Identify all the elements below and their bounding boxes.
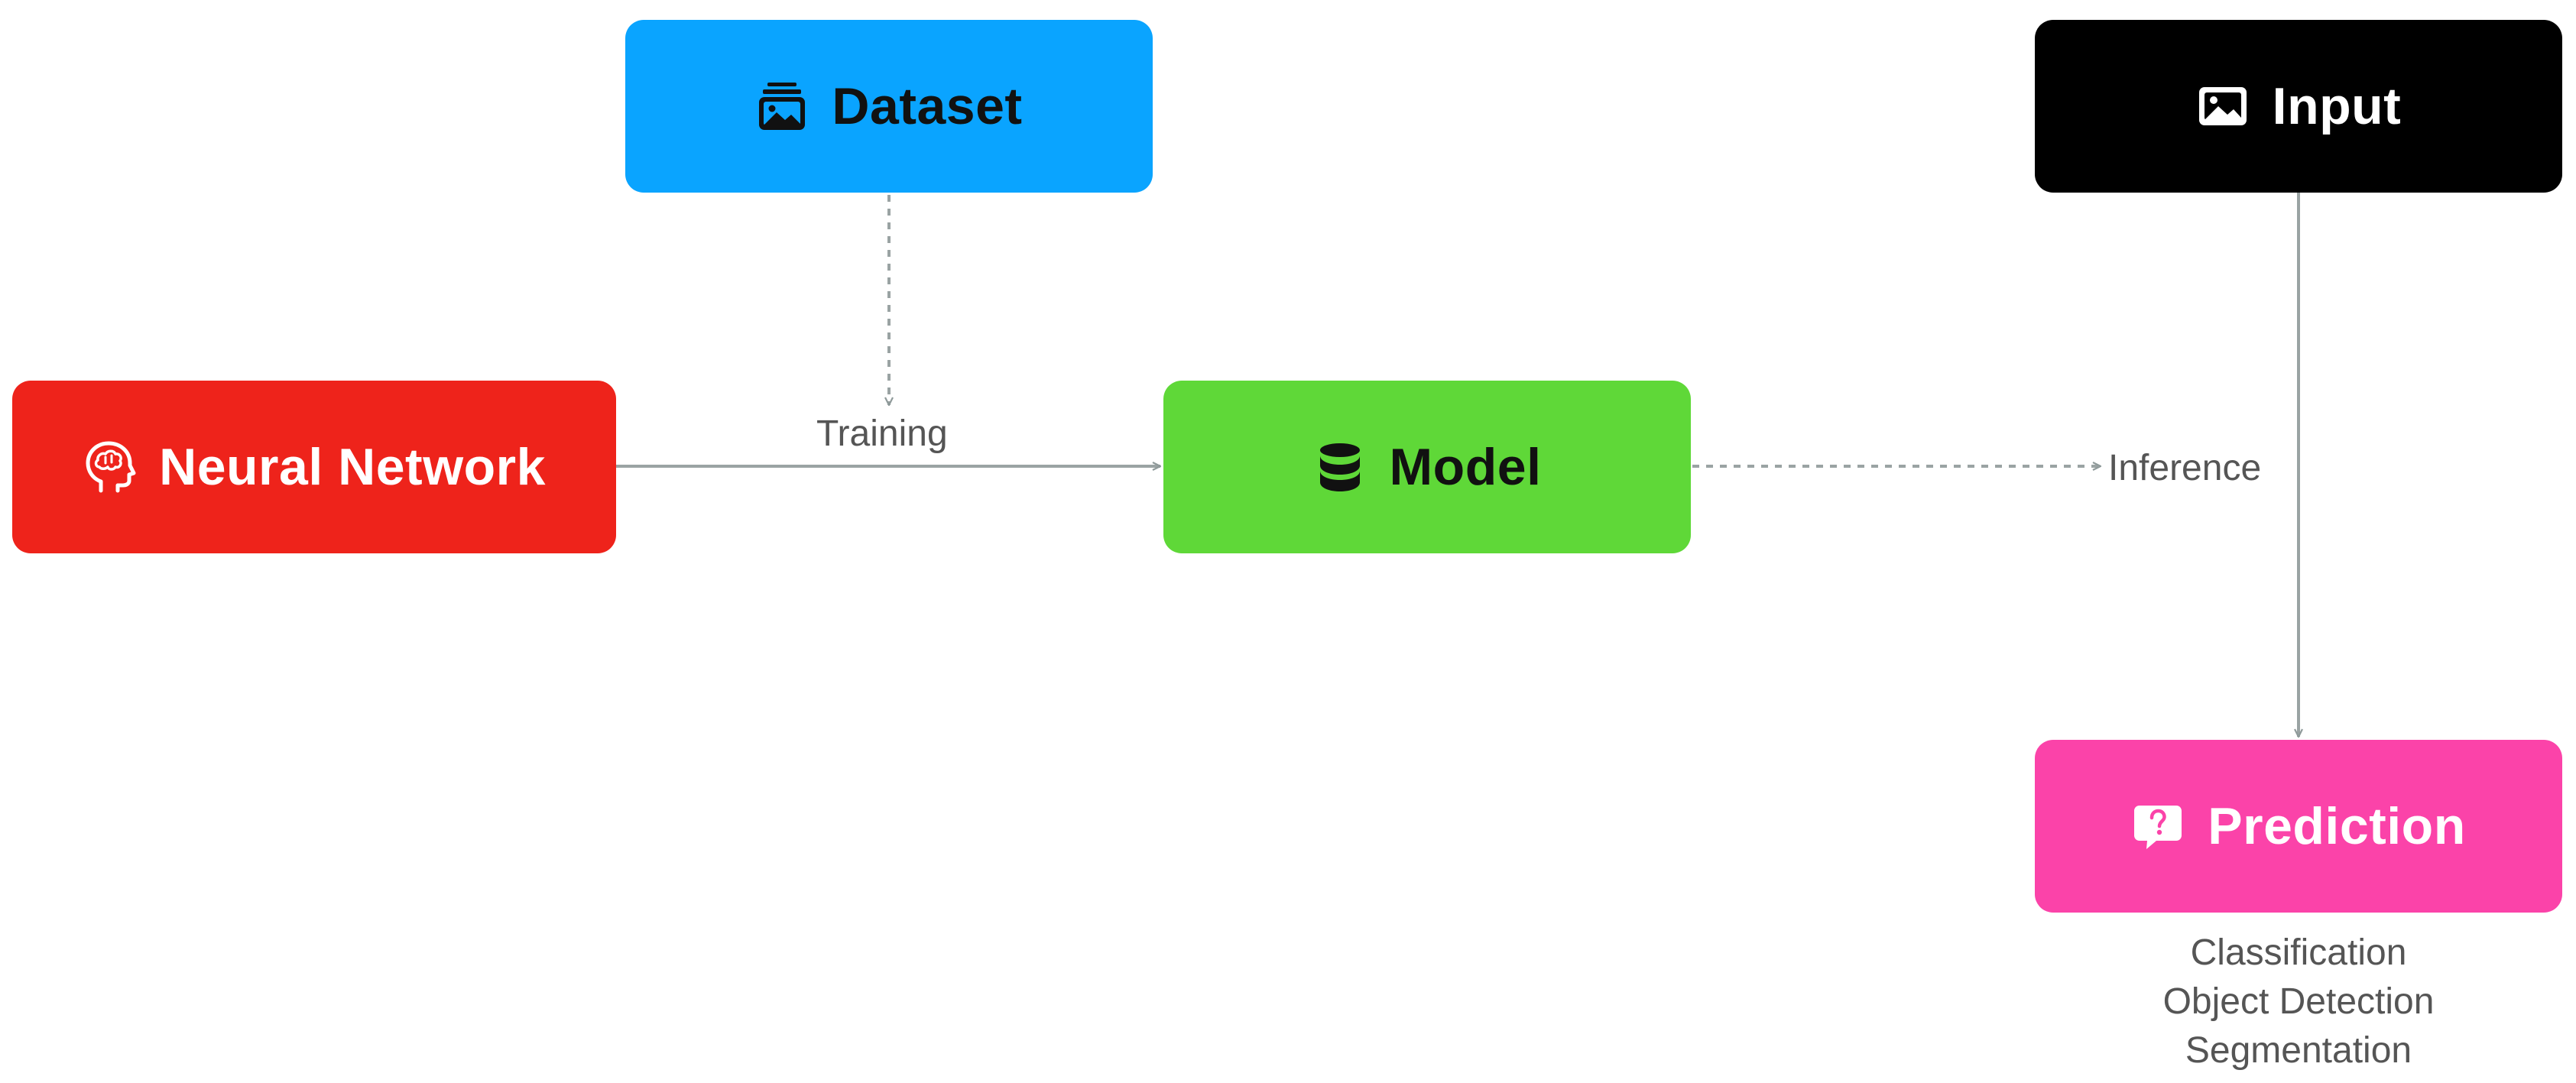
task-item: Classification <box>2190 932 2407 973</box>
model-node: Model <box>1163 381 1691 553</box>
training-edge-label: Training <box>816 413 948 455</box>
question-bubble-icon <box>2131 799 2185 853</box>
task-item: Object Detection <box>2162 981 2435 1022</box>
model-label: Model <box>1389 438 1542 496</box>
inference-edge-label: Inference <box>2104 447 2266 489</box>
neural-network-node: Neural Network <box>12 381 616 553</box>
database-icon <box>1313 440 1367 494</box>
prediction-label: Prediction <box>2208 797 2466 855</box>
brain-head-icon <box>83 440 136 494</box>
task-item: Segmentation <box>2185 1030 2412 1071</box>
prediction-task-list: Classification Object Detection Segmenta… <box>2035 929 2562 1075</box>
input-label: Input <box>2272 77 2402 135</box>
prediction-node: Prediction <box>2035 740 2562 913</box>
dataset-node: Dataset <box>625 20 1153 193</box>
image-icon <box>2196 79 2250 133</box>
dataset-label: Dataset <box>832 77 1023 135</box>
stacked-images-icon <box>755 79 809 133</box>
input-node: Input <box>2035 20 2562 193</box>
neural-network-label: Neural Network <box>159 438 546 496</box>
